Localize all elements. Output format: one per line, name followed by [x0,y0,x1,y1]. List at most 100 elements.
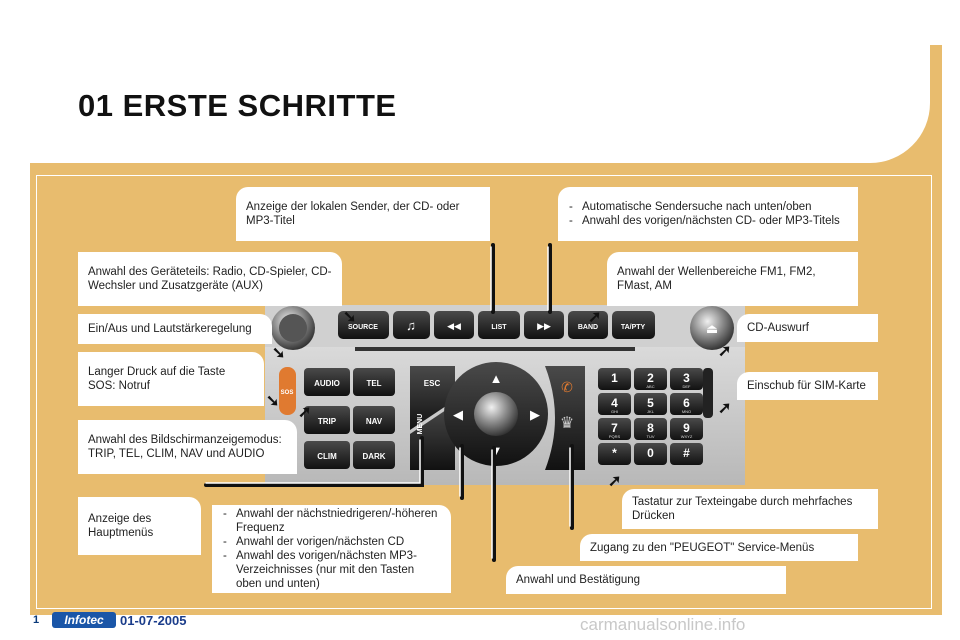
callout-auto-search: Automatische Sendersuche nach unten/oben… [558,187,858,241]
sos-button[interactable] [279,367,296,415]
keypad-key[interactable] [670,418,703,440]
volume-knob-center [279,314,307,342]
phone-button[interactable] [545,366,585,470]
keypad-key[interactable] [634,368,667,390]
tel-button-label: TEL [366,379,381,388]
clim-button-label: CLIM [317,452,337,461]
callout-sim-slot-text: Einschub für SIM-Karte [747,380,866,392]
keypad-key-letters: TUV [647,434,655,439]
callout-display-mode-text: Anwahl des Bildschirmanzeigemodus: TRIP,… [88,434,282,460]
band-button-label: BAND [578,324,598,331]
band-button[interactable] [568,311,608,339]
rewind-button[interactable] [434,311,474,339]
keypad-key-digit: 1 [611,371,618,385]
page-title: 01 ERSTE SCHRITTE [78,88,397,123]
callout-peugeot-menu-text: Zugang zu den "PEUGEOT" Service-Menüs [590,541,815,554]
content-frame [36,175,932,609]
callout-frequency-item: Anwahl der vorigen/nächsten CD [223,535,441,549]
keypad-key-letters: PQRS [609,434,621,439]
peugeot-lion-icon: ♛ [560,415,574,432]
callout-keypad: Tastatur zur Texteingabe durch mehrfache… [622,489,878,529]
keypad-key[interactable] [670,443,703,465]
callout-frequency-item: Anwahl der nächstniedrigeren/-höheren Fr… [223,507,441,535]
callout-auto-search-item: Automatische Sendersuche nach unten/oben [569,200,840,214]
keypad-key[interactable] [598,443,631,465]
forward-button[interactable] [524,311,564,339]
source-button-label: SOURCE [348,324,378,331]
callout-select-confirm: Anwahl und Bestätigung [506,566,786,594]
callout-select-confirm-text: Anwahl und Bestätigung [516,574,641,586]
left-arrow-icon: ◀ [453,407,463,422]
sos-label: SOS [281,390,294,396]
keypad-key-letters: DEF [683,384,692,389]
infotec-logo: Infotec [52,612,116,628]
keypad-key[interactable] [598,418,631,440]
cd-slot [355,347,635,351]
callout-frequency-item: Anwahl des vorigen/nächsten MP3-Verzeich… [223,549,441,591]
keypad-key[interactable] [670,368,703,390]
trip-button[interactable] [304,406,350,434]
callout-frequency: Anwahl der nächstniedrigeren/-höheren Fr… [212,505,451,593]
callout-main-menu: Anzeige des Hauptmenüs [78,497,201,555]
phone-icon: ✆ [561,379,573,395]
callout-peugeot-menu: Zugang zu den "PEUGEOT" Service-Menüs [580,534,858,561]
eject-knob[interactable] [690,306,734,350]
keypad-key-letters: MNO [682,409,691,414]
tel-button[interactable] [353,368,395,396]
forward-icon: ▶▶ [537,321,551,331]
callout-band-select-text: Anwahl der Wellenbereiche FM1, FM2, FMas… [617,266,816,292]
keypad-key[interactable] [598,368,631,390]
select-knob[interactable] [474,392,518,436]
callout-local-stations-text: Anzeige der lokalen Sender, der CD- oder… [246,201,460,227]
keypad-key-letters: GHI [611,409,618,414]
watermark: carmanualsonline.info [580,615,746,634]
keypad-key-digit: 6 [683,396,690,410]
keypad-key-letters: JKL [647,409,655,414]
music-note-icon: ♫ [406,318,416,333]
nav-button-label: NAV [366,417,383,426]
list-button[interactable] [478,311,520,339]
callout-sos: Langer Druck auf die Taste SOS: Notruf [78,352,264,406]
callout-power-volume-text: Ein/Aus und Lautstärkeregelung [88,323,252,335]
up-arrow-icon: ▲ [490,371,503,386]
callout-auto-search-item: Anwahl des vorigen/nächsten CD- oder MP3… [569,214,840,228]
display-mode-buttons: AUDIO TEL TRIP NAV CLIM DARK [304,368,395,469]
ta-pty-button[interactable] [612,311,655,339]
keypad-key-digit: 3 [683,371,690,385]
keypad-key-digit: 7 [611,421,618,435]
keypad-key-digit: 2 [647,371,654,385]
keypad-key[interactable] [634,443,667,465]
sim-card-slot[interactable] [703,368,713,418]
esc-button-label: ESC [424,379,441,388]
keypad-key-digit: 4 [611,396,618,410]
keypad-key[interactable] [634,418,667,440]
callout-source-select: Anwahl des Geräteteils: Radio, CD-Spiele… [78,252,342,306]
ta-pty-button-label: TA/PTY [621,324,646,331]
keypad-key[interactable] [670,393,703,415]
keypad-key[interactable] [598,393,631,415]
esc-button[interactable] [410,366,455,430]
callout-local-stations: Anzeige der lokalen Sender, der CD- oder… [236,187,490,241]
keypad-key-digit: 0 [647,446,654,460]
footer-date: 01-07-2005 [120,613,187,628]
top-button-row: SOURCE ♫ ◀◀ LIST ▶▶ BAND TA/PTY [338,311,655,339]
music-button[interactable] [393,311,430,339]
source-button[interactable] [338,311,389,339]
trip-button-label: TRIP [318,417,337,426]
page-number: 1 [33,614,40,626]
keypad-key-letters: ABC [646,384,654,389]
keypad-key-letters: WXYZ [681,434,693,439]
nav-button[interactable] [353,406,395,434]
right-arrow-icon: ▶ [530,407,540,422]
callout-source-select-text: Anwahl des Geräteteils: Radio, CD-Spiele… [88,266,332,292]
title-panel [30,45,930,163]
eject-icon: ⏏ [706,321,718,336]
keypad-key[interactable] [634,393,667,415]
audio-button[interactable] [304,368,350,396]
down-arrow-icon: ▼ [490,443,503,458]
dark-button-label: DARK [362,452,385,461]
callout-power-volume: Ein/Aus und Lautstärkeregelung [78,314,272,344]
callout-sos-text: Langer Druck auf die Taste SOS: Notruf [88,366,226,392]
audio-button-label: AUDIO [314,379,340,388]
